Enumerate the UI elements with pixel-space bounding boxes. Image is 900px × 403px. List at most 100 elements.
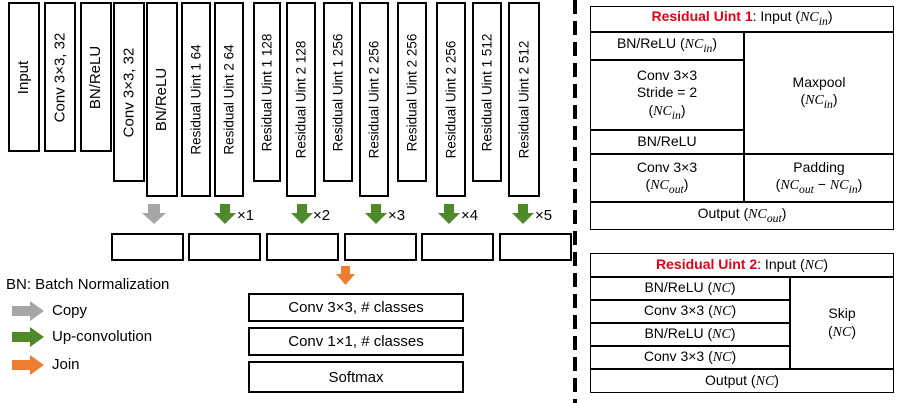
encoder-col-3: Conv 3×3, 32 [113, 2, 145, 182]
encoder-col-10: Residual Uint 2 256 [359, 2, 389, 197]
ru1-conv-out-text: Conv 3×3 [636, 158, 698, 175]
ru1-title-text: : Input ( [752, 8, 801, 25]
ru2-bn-relu-text: BN/ReLU ( [644, 279, 713, 296]
ru1-var: NC [653, 103, 672, 119]
dashed-separator [573, 0, 577, 403]
ru2-output-text: Output ( [705, 371, 756, 388]
encoder-col-label: Residual Uint 1 64 [188, 44, 204, 155]
encoder-col-8: Residual Uint 2 128 [286, 2, 316, 197]
ru2-var: NC [712, 281, 731, 297]
ru1-bn-relu-2: BN/ReLU [590, 130, 744, 154]
ru1-output-text: Output ( [697, 205, 749, 222]
encoder-col-label: Residual Uint 2 512 [516, 40, 532, 159]
decoder-block [188, 233, 261, 261]
upconv-arrow-icon [365, 204, 387, 224]
ru2-bn-relu-text: BN/ReLU ( [644, 325, 713, 342]
ru1-padding-text: Padding [793, 158, 845, 175]
ru2-output: Output (NC) [590, 369, 894, 393]
ru1-title-red: Residual Uint 1 [651, 8, 753, 25]
arrow-row [142, 204, 534, 224]
ru2-var: NC [712, 327, 731, 343]
ru1-conv-stride-l1: Conv 3×3 [636, 66, 698, 83]
encoder-col-2: BN/ReLU [80, 2, 112, 152]
encoder-col-label: Input [15, 60, 33, 94]
ru2-title-text: : Input ( [757, 255, 805, 272]
head-softmax: Softmax [248, 361, 464, 393]
ru1-var: NC [829, 178, 849, 194]
encoder-col-1: Conv 3×3, 32 [44, 2, 76, 152]
ru1-bn-relu-2-text: BN/ReLU [637, 133, 697, 150]
ru1-title-sub: in [818, 15, 828, 29]
ru2-var: NC [804, 257, 824, 273]
multiplier-label: ×4 [461, 207, 479, 224]
ru2-var: NC [755, 373, 775, 389]
encoder-col-14: Residual Uint 2 512 [508, 2, 540, 197]
ru2-title: Residual Uint 2: Input (NC) [590, 253, 894, 277]
multiplier-label: ×2 [313, 207, 331, 224]
head-conv3x3-label: Conv 3×3, # classes [288, 299, 424, 316]
ru1-conv-out: Conv 3×3(NCout) [590, 154, 744, 202]
upconv-legend-icon [12, 327, 44, 347]
ru1-var: NC [748, 207, 767, 223]
head-softmax-label: Softmax [328, 368, 384, 386]
ru1-title-var: NC [800, 10, 819, 26]
legend-copy: Copy [52, 302, 88, 319]
decoder-block [499, 233, 572, 261]
legend-bn: BN: Batch Normalization [6, 276, 170, 293]
ru2-title-red: Residual Uint 2 [656, 255, 758, 272]
ru1-bn-relu-1-text: BN/ReLU ( [616, 35, 685, 52]
encoder-col-label: Residual Uint 2 256 [366, 40, 382, 159]
upconv-arrow-icon [214, 204, 236, 224]
ru2-bn-relu-1: BN/ReLU (NC) [590, 277, 790, 300]
encoder-col-4: BN/ReLU [146, 2, 178, 197]
encoder-col-7: Residual Uint 1 128 [253, 2, 281, 182]
encoder-col-label: Residual Uint 2 256 [404, 33, 420, 151]
encoder-col-6: Residual Uint 2 64 [214, 2, 244, 197]
ru1-bn-relu-1: BN/ReLU (NCin) [590, 32, 744, 60]
ru1-conv-stride-l2: Stride = 2 [636, 84, 698, 101]
encoder-col-label: Residual Uint 2 128 [293, 40, 309, 159]
multiplier-label: ×1 [237, 207, 255, 224]
upconv-arrow-icon [438, 204, 460, 224]
multiplier-label: ×5 [535, 207, 553, 224]
encoder-col-label: BN/ReLU [153, 67, 171, 132]
encoder-col-label: Residual Uint 1 128 [259, 33, 275, 151]
ru1-var: NC [780, 178, 800, 194]
decoder-block [421, 233, 494, 261]
encoder-col-label: Residual Uint 1 256 [330, 33, 346, 151]
ru2-skip: Skip(NC) [790, 277, 894, 369]
encoder-col-13: Residual Uint 1 512 [472, 2, 502, 182]
ru1-title: Residual Uint 1: Input (NCin) [590, 6, 894, 32]
decoder-block [344, 233, 417, 261]
ru2-skip-text: Skip [828, 305, 856, 321]
ru1-sub: in [671, 108, 681, 122]
encoder-col-label: Conv 3×3, 32 [51, 32, 69, 122]
ru1-var: NC [805, 93, 824, 109]
ru1-sub: in [823, 97, 833, 111]
encoder-col-label: Conv 3×3, 32 [120, 47, 138, 137]
encoder-col-12: Residual Uint 2 256 [436, 2, 466, 197]
ru2-var: NC [712, 350, 732, 366]
encoder-col-0: Input [8, 2, 40, 152]
ru2-bn-relu-2: BN/ReLU (NC) [590, 323, 790, 346]
ru1-sub-out: out [668, 182, 684, 196]
encoder-col-5: Residual Uint 1 64 [181, 2, 211, 197]
ru1-maxpool-text: Maxpool [792, 73, 846, 90]
head-conv1x1-label: Conv 1×1, # classes [288, 333, 424, 350]
decoder-block [111, 233, 184, 261]
encoder-col-label: BN/ReLU [87, 45, 105, 109]
head-conv3x3: Conv 3×3, # classes [248, 293, 464, 322]
ru2-conv-1: Conv 3×3 (NC) [590, 300, 790, 323]
ru1-sub: in [703, 42, 713, 56]
legend-upconv: Up-convolution [52, 328, 153, 345]
ru2-conv-text: Conv 3×3 ( [643, 348, 713, 365]
ru1-output: Output (NCout) [590, 202, 894, 230]
upconv-arrow-icon [512, 204, 534, 224]
head-conv1x1: Conv 1×1, # classes [248, 327, 464, 356]
ru2-conv-text: Conv 3×3 ( [643, 302, 713, 319]
ru1-sub-out: out [799, 182, 814, 196]
ru2-conv-2: Conv 3×3 (NC) [590, 346, 790, 369]
copy-arrow-icon [142, 204, 166, 224]
join-arrow-icon [336, 266, 355, 285]
